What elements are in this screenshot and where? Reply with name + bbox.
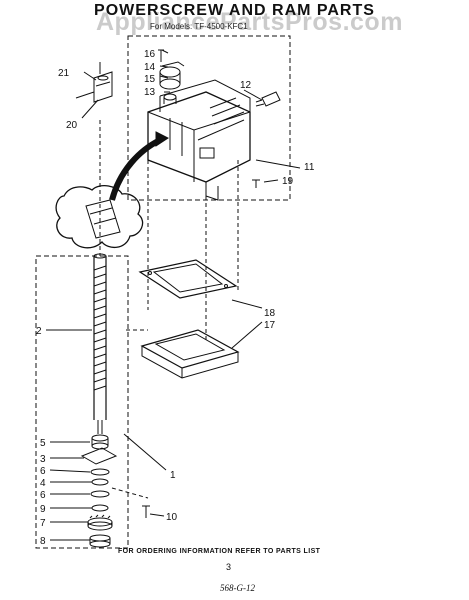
callout-16: 16 [144,49,156,60]
plug-12 [255,91,281,107]
plate-3 [80,447,118,465]
detail-arrow [109,137,162,201]
lower-group-outline [35,255,129,549]
nut-8 [89,534,111,548]
callout-8: 8 [40,536,46,547]
callout-5: 5 [40,438,46,449]
gasket-18 [138,259,238,299]
callout-10: 10 [166,512,178,523]
bearing-5 [91,434,109,450]
watermark: AppliancePartsPros.com [96,8,403,36]
model-subtitle: For Models: TF-4500-KFC1 [150,22,248,31]
screw-16 [158,49,164,62]
gear-housing [147,79,251,201]
callout-17: 17 [264,320,276,331]
callout-2: 2 [36,326,42,337]
detail-cloud [55,184,144,249]
callout-21: 21 [58,68,70,79]
callout-4: 4 [40,478,46,489]
callout-7: 7 [40,518,46,529]
bolt-21 [75,62,101,99]
bracket-20 [93,71,113,103]
powerscrew [93,253,107,434]
screw-19 [252,179,260,188]
washer-9 [91,504,109,512]
callout-18: 18 [264,308,276,319]
gear-7 [87,514,113,531]
callout-14: 14 [144,62,156,73]
callout-3: 3 [40,454,46,465]
ordering-note: FOR ORDERING INFORMATION REFER TO PARTS … [118,548,321,555]
drive-gear-assembly [159,61,185,104]
upper-group-outline [127,35,291,201]
callout-6b: 6 [40,490,46,501]
washer-4 [91,478,109,486]
ram-17 [140,329,240,379]
washer-6b [90,490,110,498]
callout-20: 20 [66,120,78,131]
page-title: POWERSCREW AND RAM PARTS [94,2,375,19]
callout-9: 9 [40,504,46,515]
page-number: 3 [226,562,232,572]
callout-6a: 6 [40,466,46,477]
callout-15: 15 [144,74,156,85]
sheet-code: 568-G-12 [220,583,255,593]
callout-13: 13 [144,87,156,98]
callout-12: 12 [240,80,252,91]
washer-6a [90,468,110,476]
callout-11: 11 [304,162,315,173]
callout-1: 1 [170,470,176,481]
callout-19: 19 [282,176,294,187]
screw-10 [142,505,150,518]
